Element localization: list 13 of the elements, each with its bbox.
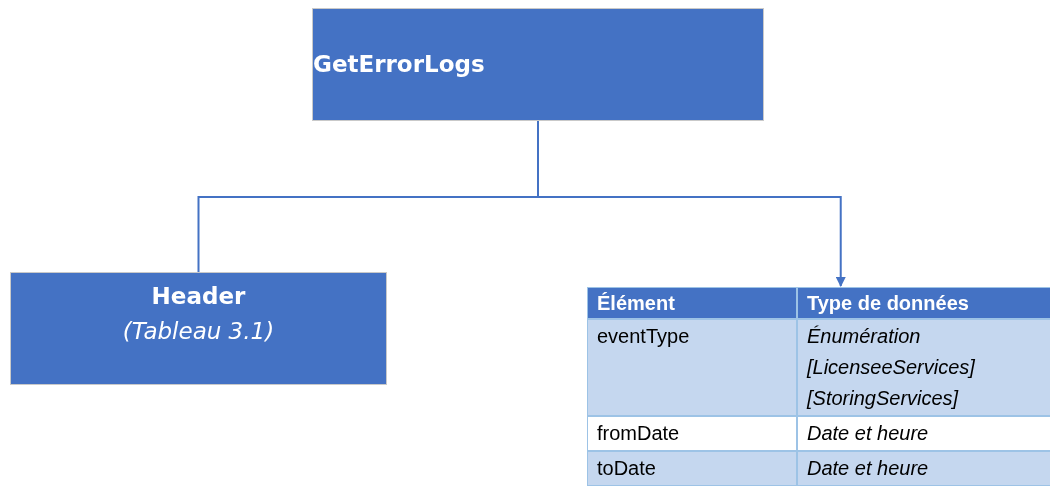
box-subtitle: (Tableau 3.1)	[122, 316, 275, 346]
column-header: Type de données	[798, 288, 1050, 318]
process-box	[312, 8, 764, 121]
column-header: Élément	[588, 288, 796, 318]
data-type: Date et heure	[798, 417, 1050, 450]
element-name: fromDate	[588, 417, 796, 450]
box-title: GetErrorLogs	[313, 50, 485, 80]
box-title: Header	[151, 282, 246, 311]
data-type: Date et heure	[798, 452, 1050, 485]
data-type: Énumération [LicenseeServices] [StoringServices]	[798, 320, 1050, 415]
element-name: toDate	[588, 452, 796, 485]
process-box	[10, 272, 387, 385]
element-name: eventType	[588, 320, 796, 415]
